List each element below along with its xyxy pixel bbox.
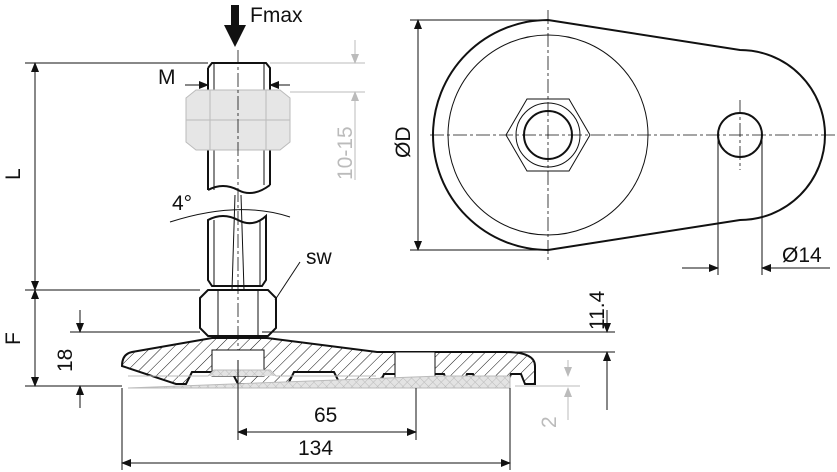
diameter-label: ØD <box>392 127 415 159</box>
foot-outline <box>432 18 826 252</box>
force-arrow-icon <box>224 5 246 47</box>
hole-spacing-label: 65 <box>314 404 337 427</box>
overall-length-label: 134 <box>298 437 333 460</box>
foot-height-label: F <box>2 332 25 345</box>
adjust-range-label: 10-15 <box>334 126 357 180</box>
thread-label: M <box>158 66 176 89</box>
force-label: Fmax <box>250 4 303 27</box>
top-view: ØD Ø14 <box>392 10 835 275</box>
pad-thickness-label: 2 <box>538 416 561 428</box>
rubber-pad <box>127 369 511 389</box>
angle-label: 4° <box>172 192 192 215</box>
side-view: Fmax 4° sw L F <box>2 4 615 470</box>
height-18-label: 18 <box>54 349 77 372</box>
hole-diameter-label: Ø14 <box>782 244 822 267</box>
height-11-4-label: 11.4 <box>586 290 609 330</box>
wrench-size-label: sw <box>306 246 333 269</box>
length-label: L <box>2 168 25 180</box>
